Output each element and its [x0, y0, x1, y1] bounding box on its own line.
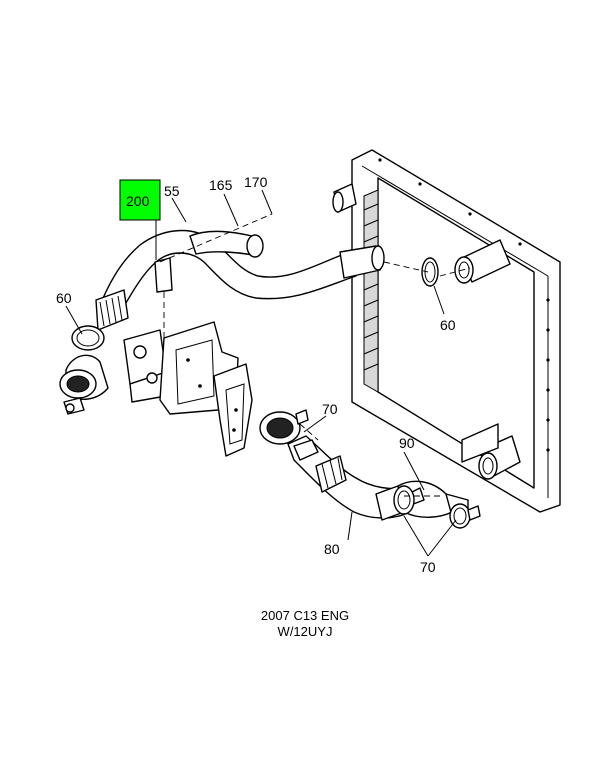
- hose-clamp-lower-right: [449, 503, 481, 529]
- callout-165[interactable]: 165: [209, 177, 233, 193]
- callout-70-lower[interactable]: 70: [420, 559, 436, 575]
- lower-charge-air-tube: [287, 435, 411, 521]
- callout-60-left[interactable]: 60: [56, 290, 72, 306]
- callout-55[interactable]: 55: [164, 183, 180, 199]
- diagram-caption-line2: W/12UYJ: [277, 624, 333, 639]
- charge-air-cooler-frame: [332, 149, 561, 513]
- highlight-box[interactable]: [119, 179, 161, 221]
- callout-200[interactable]: 200: [126, 193, 150, 209]
- alignment-lines: [159, 213, 471, 497]
- callout-70-upper[interactable]: 70: [322, 401, 338, 417]
- callout-90[interactable]: 90: [399, 435, 415, 451]
- hose-clamp-lower-left: [393, 485, 415, 515]
- diagram-caption-line1: 2007 C13 ENG: [260, 608, 350, 623]
- callout-170[interactable]: 170: [244, 174, 268, 190]
- ring-gasket-right: [421, 257, 439, 287]
- callout-60-right[interactable]: 60: [440, 317, 456, 333]
- left-hose-elbow: [59, 354, 109, 415]
- leader-lines: [65, 189, 457, 557]
- callout-80[interactable]: 80: [324, 541, 340, 557]
- hose-clamp-left: [71, 325, 105, 351]
- hose-clamp-upper: [259, 409, 309, 445]
- mounting-bracket-assembly: [123, 321, 253, 457]
- upper-charge-air-tube: [95, 229, 385, 331]
